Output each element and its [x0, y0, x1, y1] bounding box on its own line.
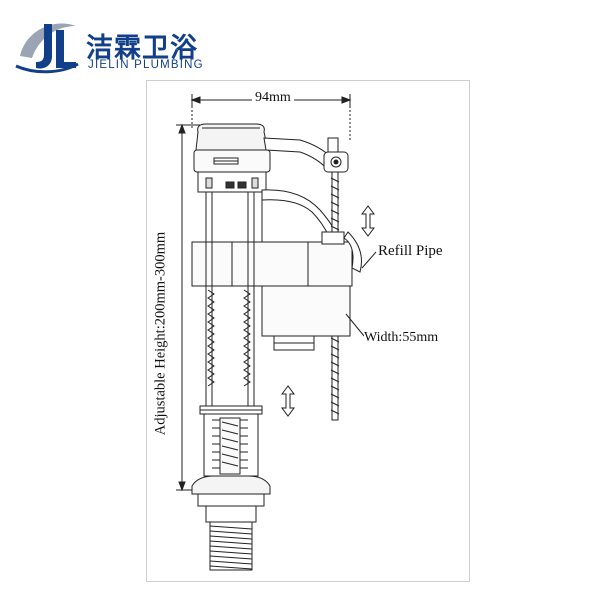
height-label: Adjustable Height:200mm-300mm [152, 231, 169, 436]
valve-column [199, 192, 263, 415]
brand-name-en: JIELIN PLUMBING [88, 59, 204, 71]
valve-head [193, 123, 271, 193]
lower-filter [203, 413, 259, 477]
up-down-arrow-icon [281, 385, 295, 417]
refill-pipe-label: Refill Pipe [378, 243, 443, 260]
brand-logo: 洁霖卫浴 JIELIN PLUMBING [14, 14, 224, 76]
base-flange [191, 475, 271, 571]
up-down-arrow-icon [361, 205, 375, 237]
side-width-leader-line [345, 313, 365, 337]
brand-name-cn: 洁霖卫浴 [86, 33, 198, 64]
float-body [191, 231, 353, 351]
width-label: 94mm [252, 90, 294, 106]
refill-pipe [343, 231, 362, 273]
side-width-label: Width:55mm [364, 330, 439, 346]
height-dimension-line [176, 123, 200, 492]
logo-mark-icon [15, 23, 79, 74]
refill-leader-line [361, 251, 377, 269]
